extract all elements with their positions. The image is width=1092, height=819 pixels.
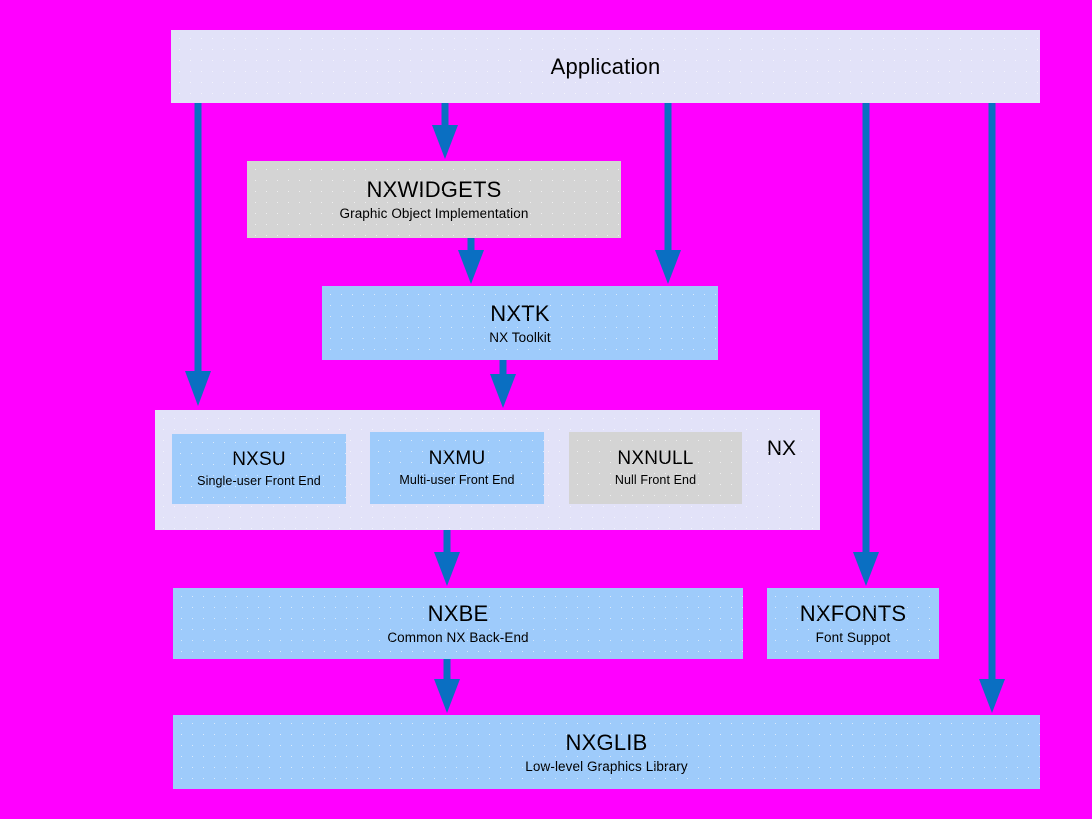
node-application-title: Application	[550, 53, 661, 79]
node-nxmu[interactable]: NXMU Multi-user Front End	[370, 432, 544, 504]
node-nxfonts[interactable]: NXFONTS Font Suppot	[767, 588, 939, 659]
node-nxsu-subtitle: Single-user Front End	[197, 474, 321, 489]
node-nxbe-subtitle: Common NX Back-End	[387, 630, 529, 646]
node-nxfonts-subtitle: Font Suppot	[815, 630, 891, 646]
node-nx-group-label: NX	[766, 437, 796, 460]
arrow-application-to-nxglib	[976, 103, 1008, 715]
node-nxglib[interactable]: NXGLIB Low-level Graphics Library	[173, 715, 1040, 789]
node-nxbe-title: NXBE	[427, 601, 489, 627]
node-nxfonts-title: NXFONTS	[799, 601, 907, 627]
arrow-nx-to-nxbe	[431, 530, 463, 588]
arrow-application-to-nx	[182, 103, 214, 408]
arrow-nxwidgets-to-nxtk	[455, 238, 487, 286]
arrow-application-to-nxfonts	[850, 103, 882, 588]
node-nxmu-title: NXMU	[428, 448, 486, 470]
node-nxwidgets-subtitle: Graphic Object Implementation	[339, 206, 529, 222]
arrow-nxtk-to-nx	[487, 360, 519, 410]
arrow-application-to-nxtk	[652, 103, 684, 286]
node-nxtk[interactable]: NXTK NX Toolkit	[322, 286, 718, 360]
node-nxnull-subtitle: Null Front End	[614, 473, 697, 488]
node-nxmu-subtitle: Multi-user Front End	[399, 473, 515, 488]
node-nxglib-subtitle: Low-level Graphics Library	[525, 758, 688, 774]
node-application[interactable]: Application	[171, 30, 1040, 103]
node-nxbe[interactable]: NXBE Common NX Back-End	[173, 588, 743, 659]
node-nxwidgets[interactable]: NXWIDGETS Graphic Object Implementation	[247, 161, 621, 238]
node-nxtk-subtitle: NX Toolkit	[489, 329, 551, 345]
arrow-application-to-nxwidgets	[429, 103, 461, 161]
node-nxnull-title: NXNULL	[617, 448, 694, 470]
node-nxsu-title: NXSU	[232, 449, 286, 471]
arrow-nxbe-to-nxglib	[431, 659, 463, 715]
node-nxwidgets-title: NXWIDGETS	[366, 177, 502, 203]
node-nxnull[interactable]: NXNULL Null Front End	[569, 432, 742, 504]
node-nxglib-title: NXGLIB	[565, 729, 648, 755]
node-nxsu[interactable]: NXSU Single-user Front End	[172, 434, 346, 504]
node-nxtk-title: NXTK	[490, 300, 550, 326]
